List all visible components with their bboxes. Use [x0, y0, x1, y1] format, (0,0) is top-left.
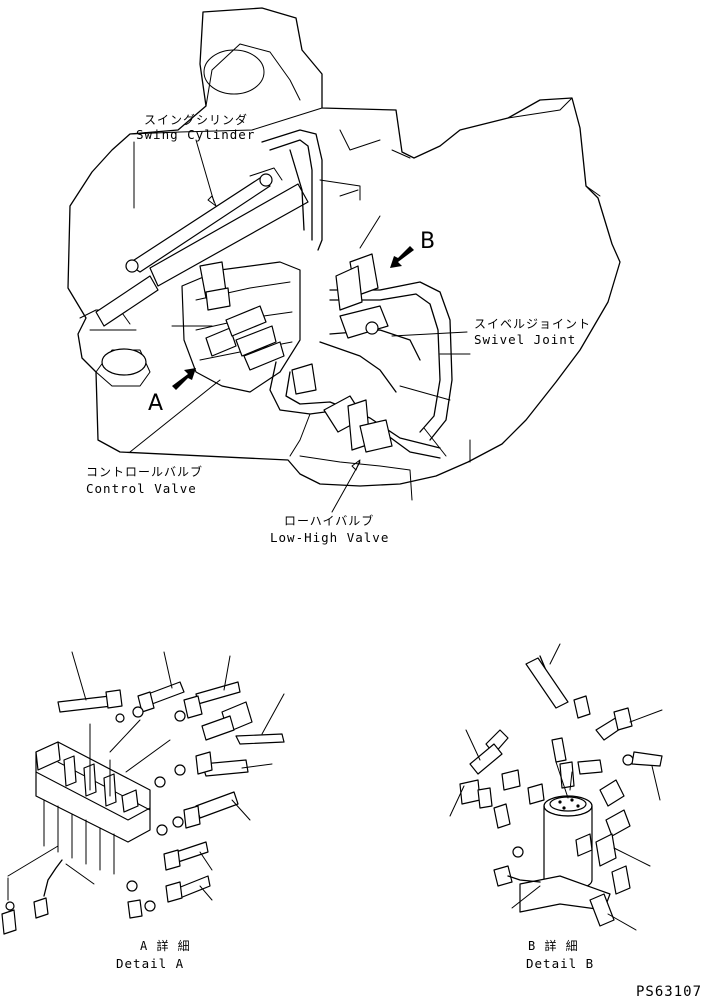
detail-a-label-jp: A 詳 細: [140, 938, 191, 953]
control-valve-label-en: Control Valve: [86, 481, 197, 496]
view-b-label: B: [420, 229, 435, 254]
drawing-code: PS63107: [636, 984, 702, 1000]
swing-cylinder-label-en: Swing Cylinder: [136, 127, 255, 142]
control-valve-label-jp: コントロールバルブ: [86, 464, 203, 479]
main-leader-lines: [129, 139, 468, 513]
swing-cylinder: [95, 167, 309, 327]
low-high-valve-label-jp: ローハイバルブ: [284, 513, 374, 528]
control-valve-assembly: [181, 261, 301, 393]
upper-structure-assembly: [67, 7, 621, 501]
detail-a-drawing: [1, 651, 285, 935]
view-a-label: A: [148, 391, 163, 416]
swivel-joint-label-en: Swivel Joint: [474, 332, 576, 347]
detail-b-label-en: Detail B: [526, 956, 594, 971]
low-high-valve-assembly: [269, 361, 441, 459]
swivel-joint-label-jp: スイベルジョイント: [474, 317, 591, 331]
detail-b-label-jp: B 詳 細: [528, 938, 579, 953]
swivel-joint-hoses: [319, 253, 453, 441]
view-a-arrow: [172, 368, 196, 390]
detail-b-drawing: [449, 643, 663, 931]
view-b-arrow: [390, 246, 414, 268]
detail-a-label-en: Detail A: [116, 956, 184, 971]
swing-cylinder-label-jp: スイングシリンダ: [144, 112, 248, 127]
low-high-valve-label-en: Low-High Valve: [270, 530, 389, 545]
